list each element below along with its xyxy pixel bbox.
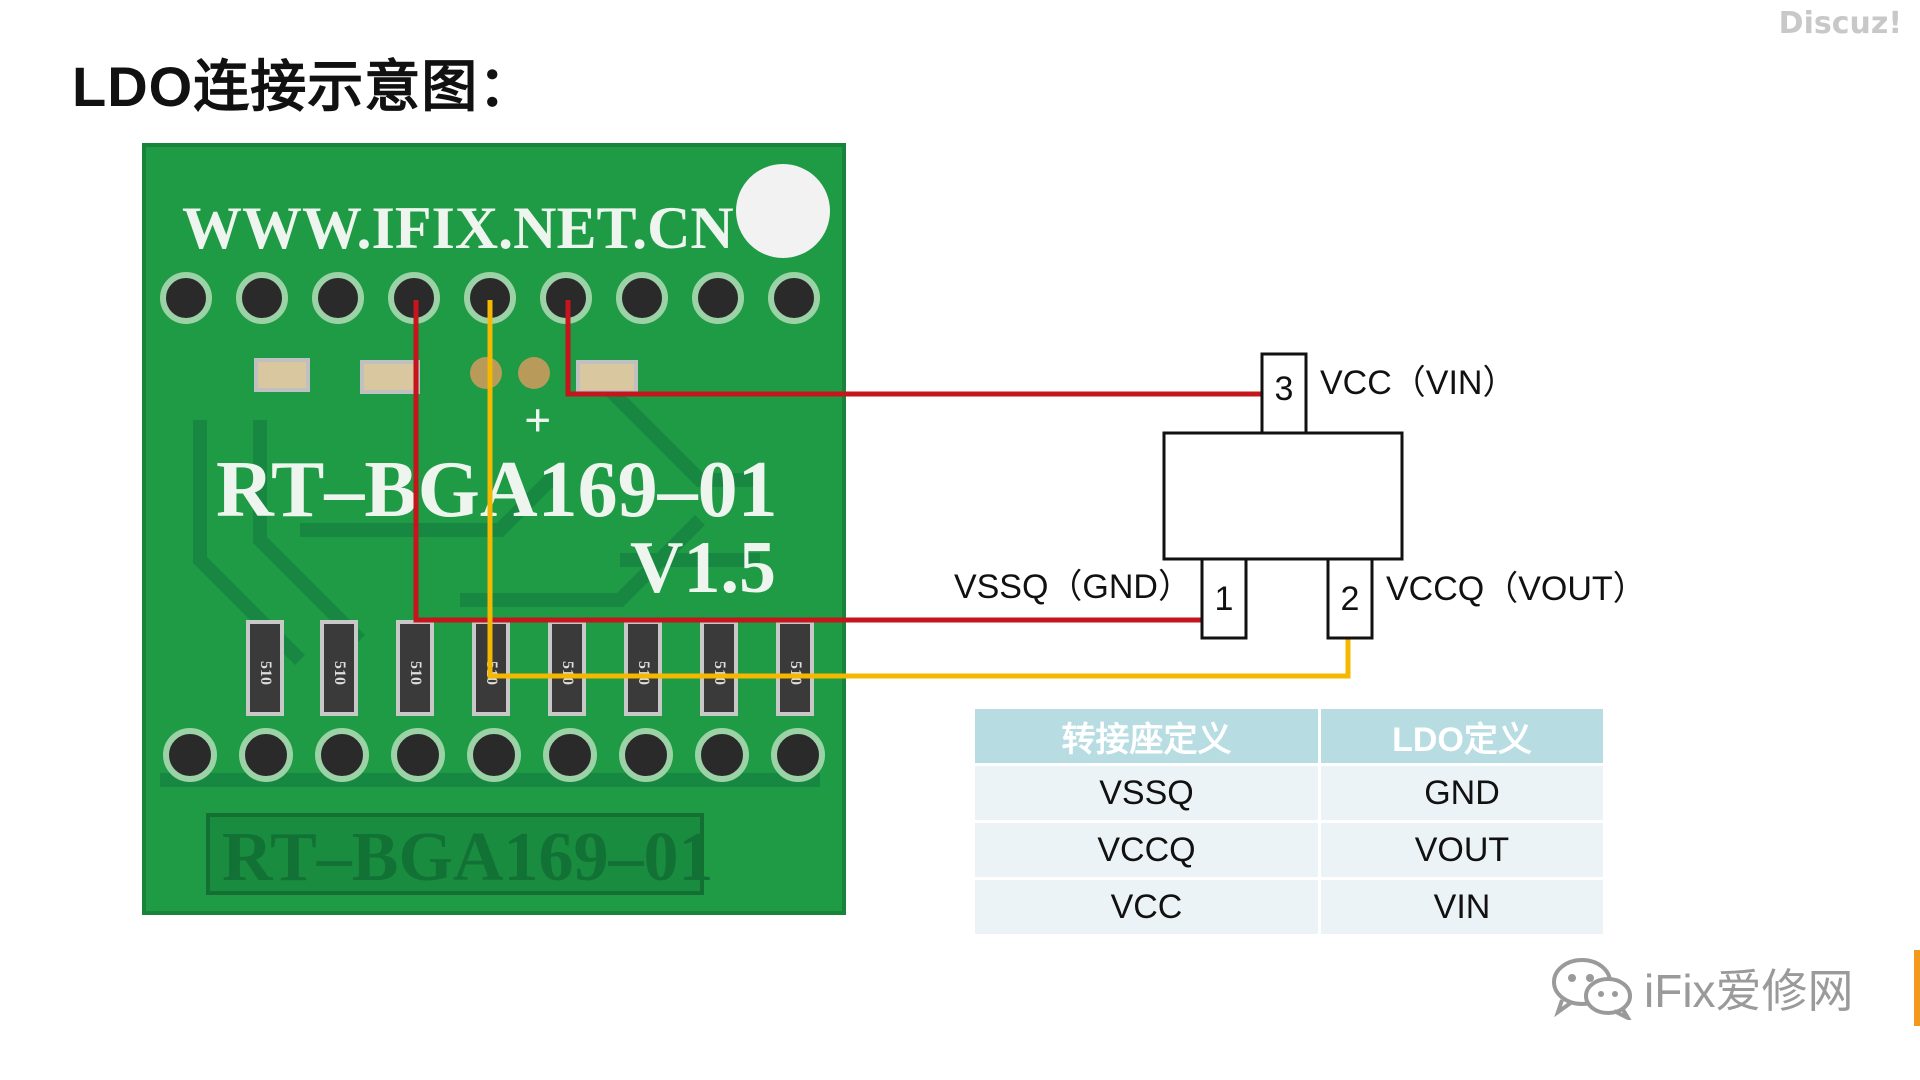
pcb-plus-mark: + (524, 394, 551, 447)
pin-1-label: VSSQ（GND） (954, 568, 1192, 606)
svg-text:510: 510 (331, 661, 348, 685)
wire-vssq (413, 300, 1222, 623)
pin-3-label: VCC（VIN） (1320, 364, 1516, 402)
pcb-bottom-label-box (206, 813, 704, 895)
svg-text:510: 510 (711, 661, 728, 685)
table-cell: VIN (1320, 880, 1603, 934)
ldo-pin-numbers: 3 1 2 (1215, 370, 1360, 618)
table-header-adapter: 转接座定义 (975, 709, 1318, 763)
pcb-version: V1.5 (630, 527, 776, 609)
table-cell: VCCQ (975, 823, 1318, 877)
table-cell: GND (1320, 766, 1603, 820)
wire-vccq (487, 300, 1351, 679)
pcb-model: RT–BGA169–01 (216, 446, 778, 534)
ldo-pin-3 (1260, 352, 1308, 435)
table-row: VCCQ VOUT (975, 823, 1603, 877)
pin-definition-table: 转接座定义 LDO定义 VSSQ GND VCCQ VOUT VCC VIN (972, 706, 1606, 937)
table-header-ldo: LDO定义 (1320, 709, 1603, 763)
wechat-icon (1552, 958, 1632, 1020)
side-accent-bar (1914, 950, 1920, 1026)
table-header-row: 转接座定义 LDO定义 (975, 709, 1603, 763)
ldo-package (1162, 352, 1404, 640)
wire-vcc (565, 300, 1264, 397)
footer-logo: iFix爱修网 (1550, 955, 1854, 1021)
ldo-pin-2 (1326, 557, 1374, 640)
footer-logo-text: iFix爱修网 (1644, 965, 1854, 1017)
pin-1-number: 1 (1215, 580, 1234, 618)
pcb-board: 510 510 510 510 510 510 510 510 WWW.IFIX… (142, 143, 846, 915)
table-cell: VOUT (1320, 823, 1603, 877)
table-row: VSSQ GND (975, 766, 1603, 820)
ldo-pin-1 (1200, 557, 1248, 640)
ldo-pin-labels: VCC（VIN） VSSQ（GND） VCCQ（VOUT） (954, 364, 1647, 608)
pcb-bottom-label: RT–BGA169–01 (222, 819, 713, 896)
table-row: VCC VIN (975, 880, 1603, 934)
svg-text:510: 510 (559, 661, 576, 685)
pcb-url: WWW.IFIX.NET.CN (182, 195, 734, 261)
pin-3-number: 3 (1275, 370, 1294, 408)
mounting-hole (736, 164, 830, 258)
watermark: Discuz! (1778, 6, 1902, 41)
table-cell: VCC (975, 880, 1318, 934)
page-title: LDO连接示意图： (72, 55, 536, 118)
svg-text:510: 510 (257, 661, 274, 685)
svg-text:510: 510 (635, 661, 652, 685)
bottom-pin-row (163, 728, 825, 782)
ldo-body (1162, 431, 1404, 561)
pin-2-label: VCCQ（VOUT） (1386, 570, 1647, 608)
smd-capacitors (254, 357, 638, 394)
table-cell: VSSQ (975, 766, 1318, 820)
svg-text:510: 510 (787, 661, 804, 685)
svg-text:510: 510 (407, 661, 424, 685)
top-pin-row (160, 272, 820, 324)
pin-2-number: 2 (1341, 580, 1360, 618)
